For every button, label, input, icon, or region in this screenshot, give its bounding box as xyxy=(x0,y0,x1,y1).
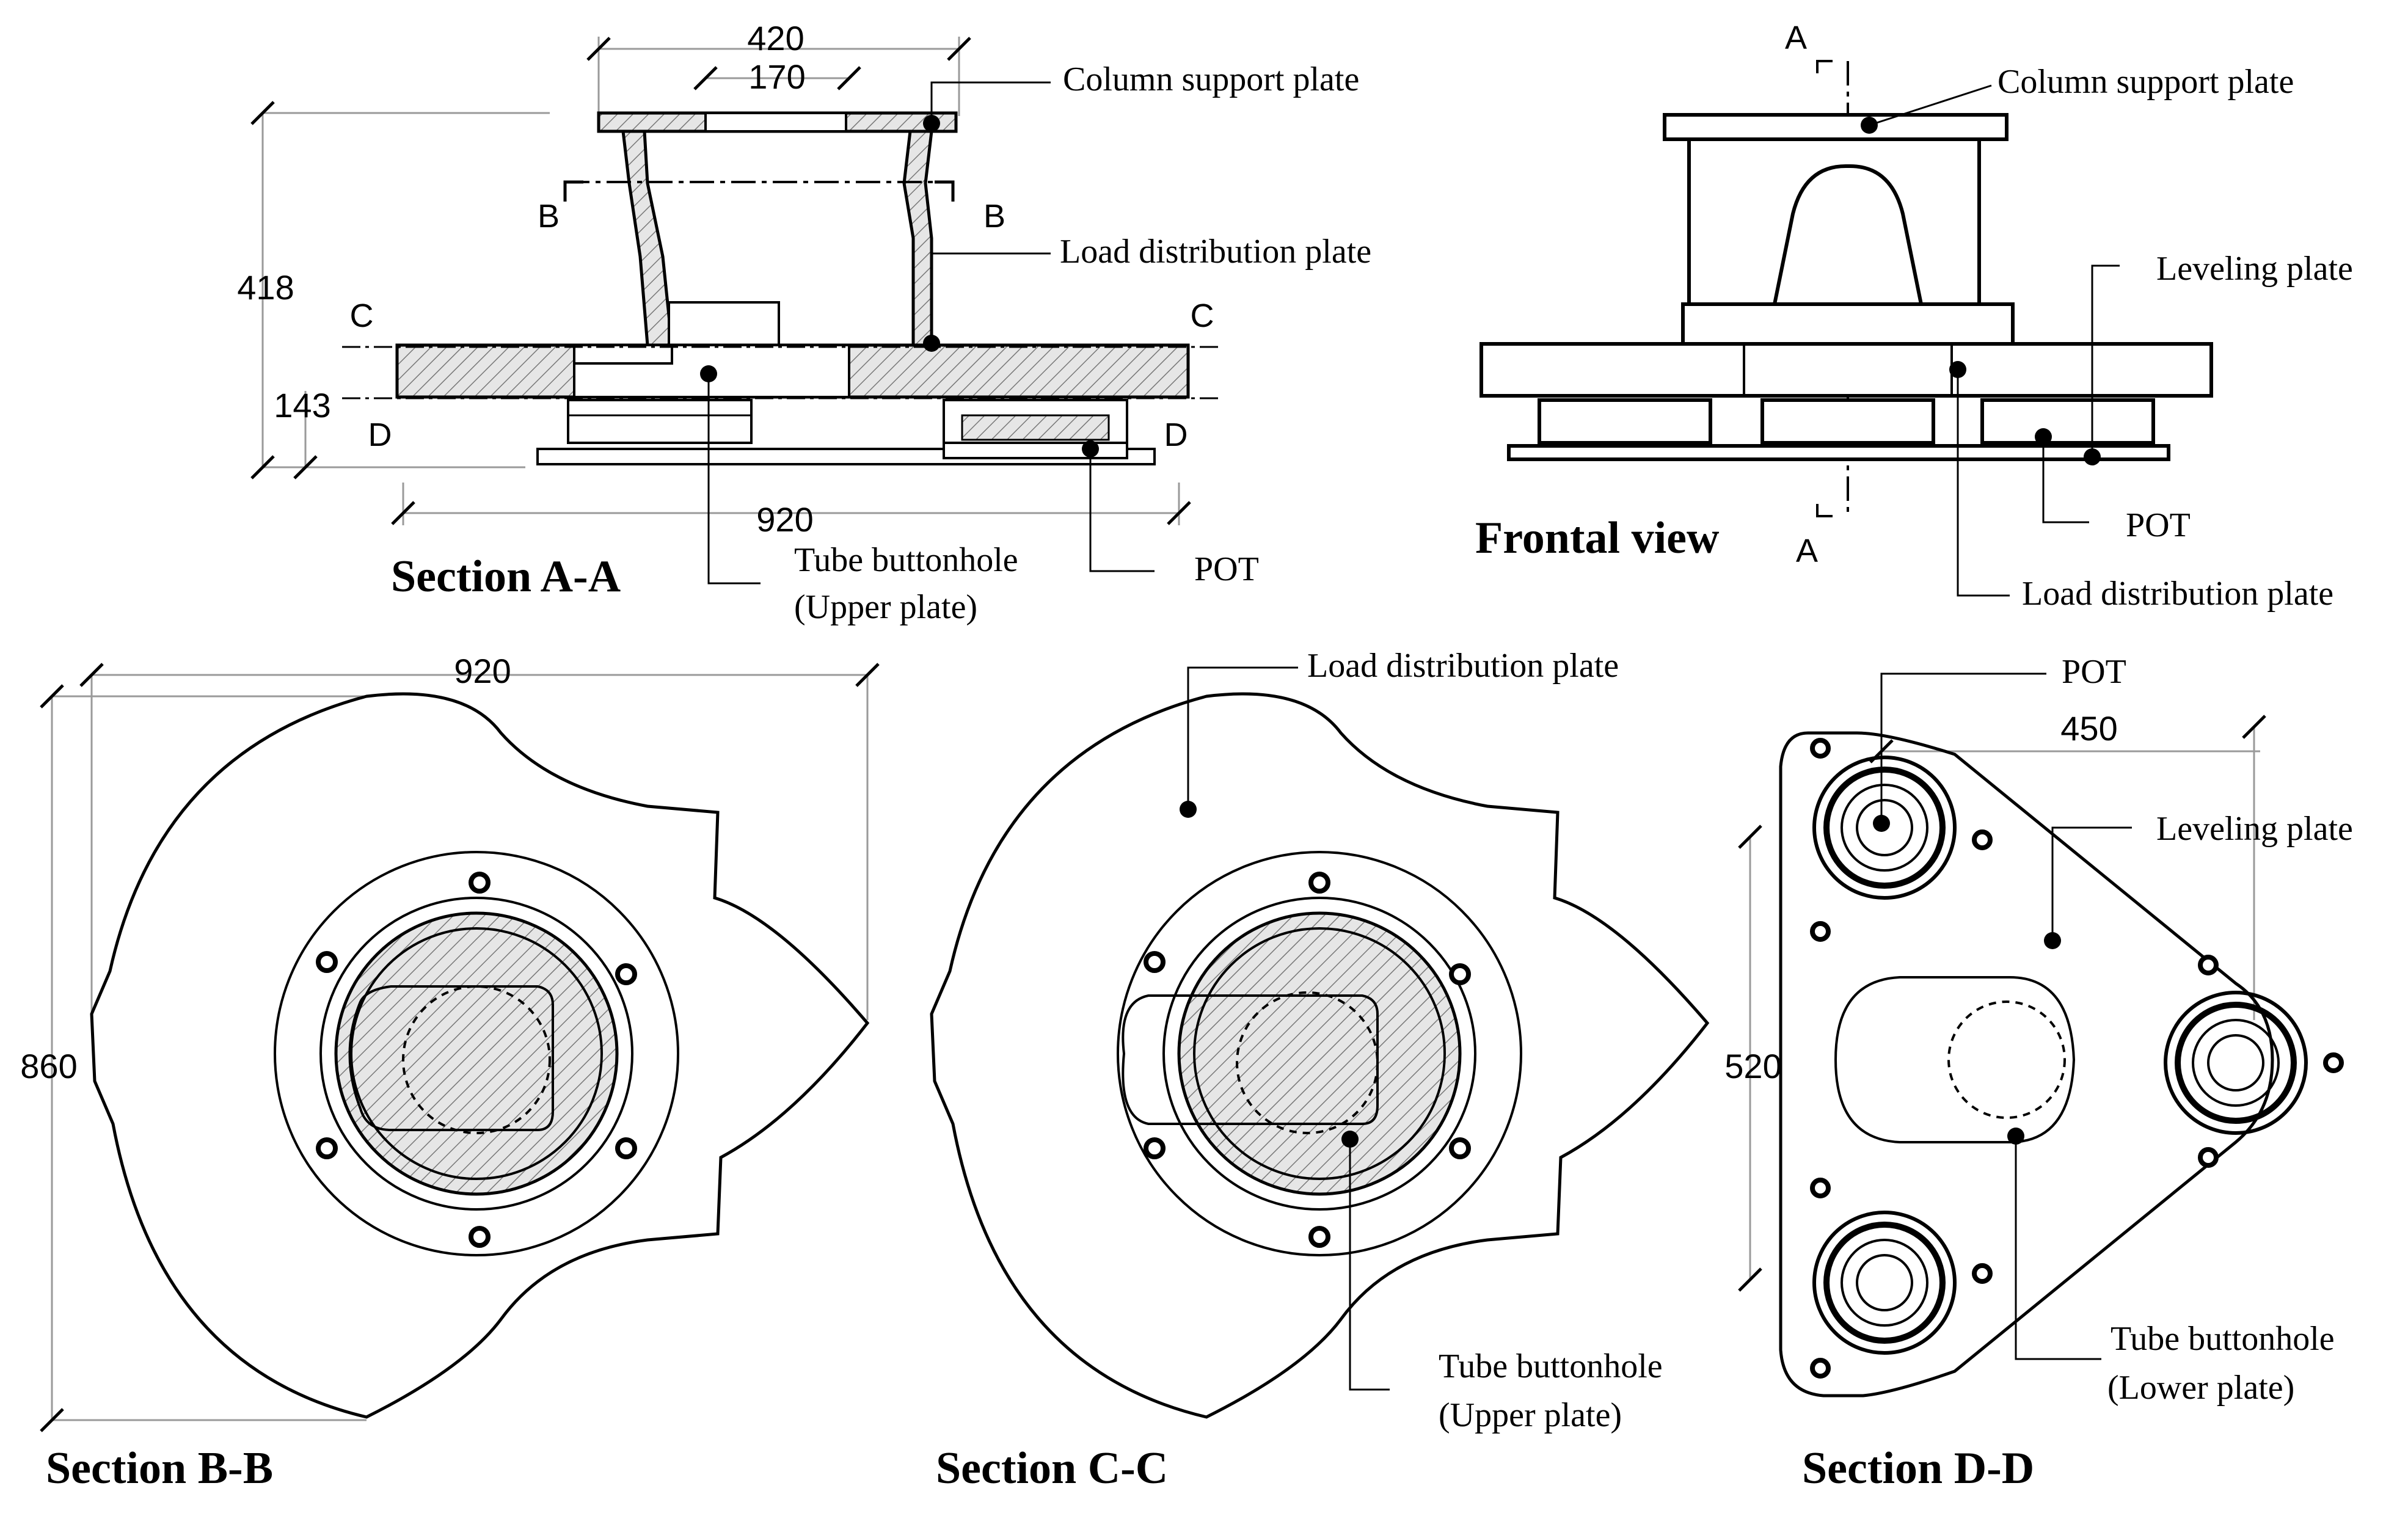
cut-c-left: C xyxy=(350,297,374,334)
cc-label-tube-buttonhole-sub: (Upper plate) xyxy=(1439,1396,1622,1434)
bb-bolt-holes xyxy=(316,872,637,1248)
dd-label-leveling-plate: Leveling plate xyxy=(2156,810,2353,848)
section-aa-view: 420 170 418 143 920 B B C C D D xyxy=(237,19,1371,626)
dd-pot-bottom xyxy=(1810,1178,1993,1379)
aa-label-pot: POT xyxy=(1194,550,1259,588)
bb-load-distribution-plate xyxy=(90,692,870,1419)
section-dd-title: Section D-D xyxy=(1802,1443,2034,1493)
aa-label-load-distribution-plate: Load distribution plate xyxy=(1060,233,1371,271)
dd-pot-top xyxy=(1810,738,1993,942)
dim-520: 520 xyxy=(1724,1047,1781,1085)
frontal-label-pot: POT xyxy=(2126,506,2191,544)
frontal-column-support-plate xyxy=(1663,113,2008,141)
dim-450: 450 xyxy=(2060,709,2117,748)
cut-a-top: A xyxy=(1785,20,1807,56)
dim-143: 143 xyxy=(274,386,330,425)
aa-label-column-support-plate: Column support plate xyxy=(1063,60,1359,98)
aa-pot-bearings xyxy=(536,399,1156,465)
frontal-tube-dome xyxy=(1772,164,1924,306)
section-bb-title: Section B-B xyxy=(46,1443,273,1493)
cc-bolt-holes xyxy=(1144,872,1471,1248)
frontal-view-title: Frontal view xyxy=(1475,513,1720,563)
aa-label-tube-buttonhole: Tube buttonhole xyxy=(794,541,1018,579)
dd-label-tube-buttonhole: Tube buttonhole xyxy=(2111,1320,2335,1358)
dim-418: 418 xyxy=(237,268,294,307)
dim-920-aa: 920 xyxy=(756,500,813,539)
section-dd-view: 450 520 xyxy=(1724,653,2353,1493)
dd-label-tube-buttonhole-sub: (Lower plate) xyxy=(2107,1369,2294,1407)
cut-d-left: D xyxy=(368,417,392,453)
section-aa-callouts xyxy=(707,81,1155,585)
aa-label-tube-buttonhole-sub: (Upper plate) xyxy=(794,588,977,626)
cut-c-right: C xyxy=(1191,297,1214,334)
frontal-label-leveling-plate: Leveling plate xyxy=(2156,250,2353,288)
cut-a-bottom: A xyxy=(1796,533,1818,569)
dim-170: 170 xyxy=(748,57,805,96)
section-aa-dim-ticks xyxy=(250,37,1191,525)
section-cc-view: Load distribution plate Tube buttonhole … xyxy=(930,647,1710,1493)
dd-label-pot: POT xyxy=(2062,653,2126,691)
section-cc-title: Section C-C xyxy=(936,1443,1168,1493)
section-aa-dimensions xyxy=(261,37,1180,525)
dim-860: 860 xyxy=(20,1047,77,1085)
frontal-load-distribution-plate xyxy=(1479,342,2213,398)
cut-d-right: D xyxy=(1164,417,1188,453)
dd-pot-right xyxy=(2164,955,2344,1168)
cc-load-distribution-plate xyxy=(930,692,1710,1419)
section-aa-title: Section A-A xyxy=(391,552,621,602)
frontal-label-column-support-plate: Column support plate xyxy=(1998,63,2294,101)
dim-420: 420 xyxy=(747,19,804,57)
aa-column-leg-right xyxy=(902,129,933,347)
cut-b-right: B xyxy=(983,198,1005,235)
cc-label-tube-buttonhole: Tube buttonhole xyxy=(1439,1347,1663,1385)
cc-label-load-distribution-plate: Load distribution plate xyxy=(1307,647,1619,685)
cut-b-left: B xyxy=(538,198,560,235)
dim-920-bb: 920 xyxy=(454,652,511,690)
section-bb-view: 920 860 Section B-B xyxy=(20,652,880,1493)
frontal-label-load-distribution-plate: Load distribution plate xyxy=(2022,575,2333,613)
dd-leveling-plate xyxy=(1779,731,2274,1398)
aa-column-leg-left xyxy=(621,129,674,347)
frontal-callouts xyxy=(1869,84,2120,597)
frontal-pots xyxy=(1507,398,2170,461)
frontal-view: A A Column support plate Leveling plate … xyxy=(1475,20,2353,613)
